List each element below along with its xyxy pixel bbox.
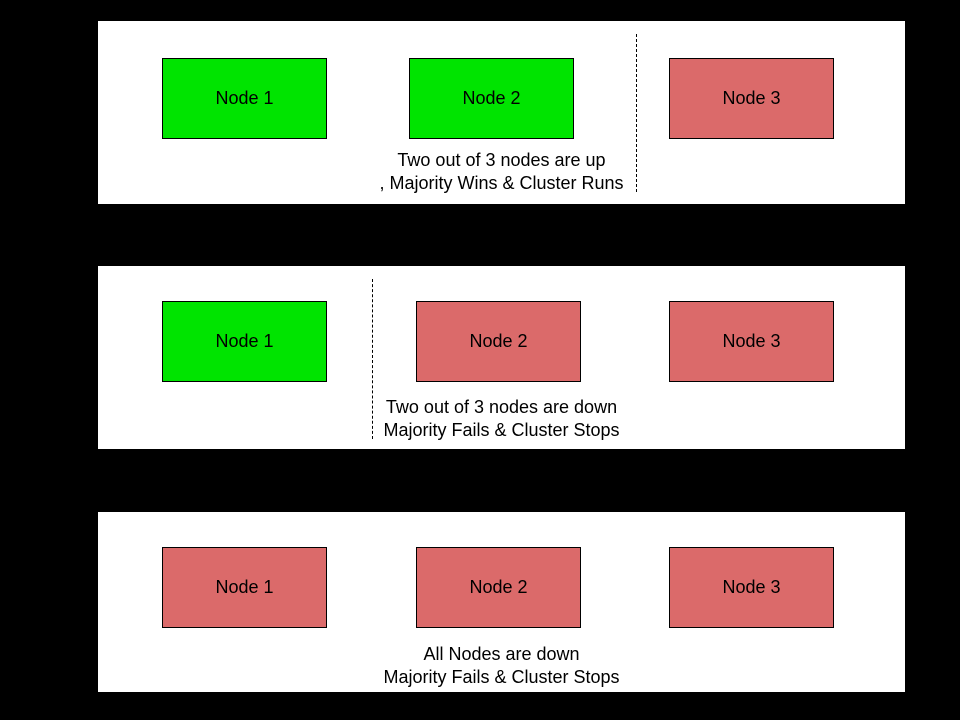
node-box: Node 1 xyxy=(162,301,327,382)
node-label: Node 3 xyxy=(722,88,781,108)
node-label: Node 2 xyxy=(462,88,521,108)
caption-line-1: All Nodes are down xyxy=(423,644,580,664)
scenario-panel-two-down: Node 1 Node 2 Node 3 Two out of 3 nodes … xyxy=(97,265,906,450)
caption-line-1: Two out of 3 nodes are down xyxy=(385,397,618,417)
node-box: Node 2 xyxy=(416,301,581,382)
scenario-caption: Two out of 3 nodes are down Majority Fai… xyxy=(98,396,905,442)
node-box: Node 3 xyxy=(669,301,834,382)
node-label: Node 1 xyxy=(215,577,274,597)
scenario-panel-two-up: Node 1 Node 2 Node 3 Two out of 3 nodes … xyxy=(97,20,906,205)
scenario-caption: Two out of 3 nodes are up , Majority Win… xyxy=(98,149,905,195)
node-label: Node 2 xyxy=(469,577,528,597)
node-label: Node 3 xyxy=(722,331,781,351)
network-partition-divider xyxy=(372,279,373,439)
caption-line-2: Majority Fails & Cluster Stops xyxy=(383,420,620,440)
node-box: Node 3 xyxy=(669,58,834,139)
node-label: Node 2 xyxy=(469,331,528,351)
node-box: Node 3 xyxy=(669,547,834,628)
scenario-panel-all-down: Node 1 Node 2 Node 3 All Nodes are down … xyxy=(97,511,906,693)
node-label: Node 1 xyxy=(215,88,274,108)
node-box: Node 2 xyxy=(416,547,581,628)
node-box: Node 2 xyxy=(409,58,574,139)
caption-line-2: Majority Fails & Cluster Stops xyxy=(383,667,620,687)
caption-line-1: Two out of 3 nodes are up xyxy=(397,150,606,170)
node-label: Node 1 xyxy=(215,331,274,351)
node-box: Node 1 xyxy=(162,547,327,628)
node-box: Node 1 xyxy=(162,58,327,139)
network-partition-divider xyxy=(636,34,637,192)
caption-line-2: , Majority Wins & Cluster Runs xyxy=(379,173,624,193)
node-label: Node 3 xyxy=(722,577,781,597)
scenario-caption: All Nodes are down Majority Fails & Clus… xyxy=(98,643,905,689)
